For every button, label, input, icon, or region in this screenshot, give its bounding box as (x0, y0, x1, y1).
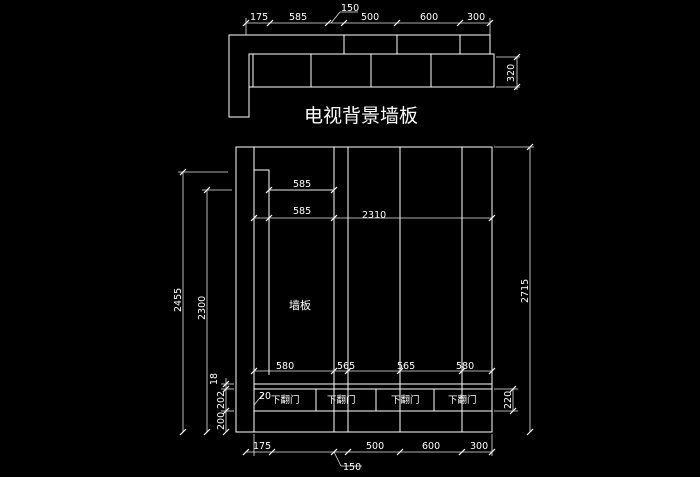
bottom-dim-text: 500 (366, 441, 384, 452)
plan-dim-text: 300 (467, 12, 485, 23)
dim-tick (330, 186, 338, 194)
dim-tick (330, 367, 338, 375)
dim-tick (265, 214, 273, 222)
dim-tick (250, 214, 258, 222)
right-dim-text: 2715 (520, 279, 531, 303)
dim-tick (393, 19, 401, 27)
wall-panel-label: 墙板 (289, 298, 311, 312)
shelf-dim-text: 565 (337, 361, 355, 372)
left-dim-text: 18 (209, 373, 220, 385)
left-dim-text: 200 (216, 412, 227, 430)
small-dim-text: 20 (259, 391, 271, 402)
dim-tick (488, 367, 496, 375)
flap-door-label: 下翻门 (327, 394, 356, 406)
plan-dim-text: 500 (361, 12, 379, 23)
plan-dim-text: 175 (250, 12, 268, 23)
front-elevation-view: 585 585 2310 墙板 580 565 565 580 下翻门 下翻门 … (173, 143, 534, 473)
shelf-dim-text: 565 (397, 361, 415, 372)
dim-tick (266, 19, 274, 27)
upper-dim-text: 585 (293, 179, 311, 190)
dim-tick (340, 19, 348, 27)
dim-tick (324, 19, 332, 27)
dim-tick (242, 448, 250, 456)
dim-tick (513, 83, 521, 91)
upper-dim-text: 585 (293, 206, 311, 217)
dim-tick (179, 428, 187, 436)
dim-tick (222, 407, 230, 415)
plan-dim-text-v: 320 (506, 64, 517, 82)
dim-tick (509, 385, 517, 393)
dim-tick (222, 385, 230, 393)
drawing-title: 电视背景墙板 (304, 105, 418, 127)
dim-tick (268, 448, 276, 456)
plan-dim-text: 585 (289, 12, 307, 23)
dim-tick (456, 19, 464, 27)
dim-tick (396, 367, 404, 375)
dim-tick (458, 448, 466, 456)
flap-door-label: 下翻门 (448, 394, 477, 406)
dim-tick (344, 448, 352, 456)
dim-tick (330, 214, 338, 222)
dim-tick (488, 214, 496, 222)
left-dim-text: 2300 (197, 296, 208, 320)
callout-leader (253, 392, 265, 406)
dim-tick (222, 380, 230, 388)
bottom-dim-text: 175 (253, 441, 271, 452)
dim-tick (513, 53, 521, 61)
dim-tick (203, 186, 211, 194)
dim-tick (509, 407, 517, 415)
top-plan-view: 175 585 150 500 600 300 320 (228, 3, 521, 118)
shelf-dim-text: 580 (456, 361, 474, 372)
right-dim-text: 220 (503, 391, 514, 409)
upper-dim-text: 2310 (362, 210, 386, 221)
bottom-dim-text: 300 (470, 441, 488, 452)
plan-dim-text: 600 (420, 12, 438, 23)
dim-leader (333, 451, 342, 467)
dim-leader (330, 11, 341, 24)
flap-door-label: 下翻门 (271, 394, 300, 406)
dim-tick (222, 428, 230, 436)
dim-tick (203, 428, 211, 436)
dim-tick (396, 448, 404, 456)
dim-tick (250, 367, 258, 375)
dim-tick (265, 186, 273, 194)
cabinet-body (253, 388, 493, 412)
plan-dim-text: 150 (341, 3, 359, 14)
cabinet-top-board (253, 383, 493, 390)
shelf-dim-text: 580 (276, 361, 294, 372)
dim-tick (488, 448, 496, 456)
dim-tick (526, 143, 534, 151)
flap-door-label: 下翻门 (391, 394, 420, 406)
bottom-dim-text: 150 (343, 462, 361, 473)
dim-tick (458, 367, 466, 375)
left-dim-text: 2455 (173, 288, 184, 312)
elevation-outer-wall (235, 146, 493, 433)
dim-tick (344, 367, 352, 375)
left-dim-text: 202 (216, 391, 227, 409)
dim-tick (179, 168, 187, 176)
dim-tick (526, 428, 534, 436)
bottom-dim-text: 600 (422, 441, 440, 452)
